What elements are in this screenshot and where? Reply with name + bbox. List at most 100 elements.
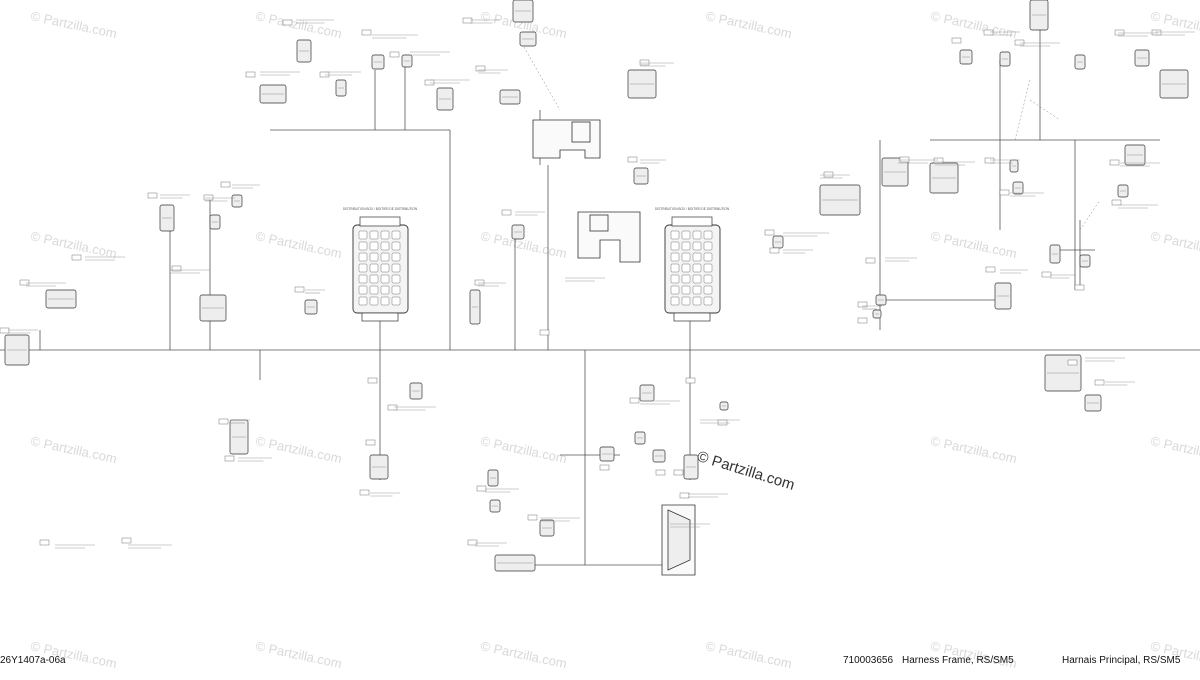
component-tag [171, 265, 182, 272]
bracket-bottom [661, 504, 696, 576]
fuse-slot [670, 285, 680, 295]
watermark-text: © Partzilla.com [29, 8, 118, 41]
component-tag [764, 229, 775, 236]
component-tag [1074, 284, 1085, 291]
title-french: Harnais Principal, RS/SM5 [1062, 655, 1181, 666]
component-tag [0, 327, 10, 334]
drawing-id: 26Y1407a-06a [0, 655, 66, 666]
fuse-slot [692, 296, 702, 306]
fuse-slot [681, 252, 691, 262]
fuse-slot [391, 263, 401, 273]
component-tag [627, 156, 638, 163]
component-tag [147, 192, 158, 199]
fuse-slot [692, 241, 702, 251]
leader-lines [519, 39, 1101, 231]
component-tag [319, 71, 330, 78]
component-tag [769, 247, 780, 254]
fuse-slot [681, 230, 691, 240]
watermark-text: © Partzilla.com [704, 8, 793, 41]
component-tag [121, 537, 132, 544]
fuse-slot [369, 230, 379, 240]
component-tag [474, 279, 485, 286]
fuse-slot [670, 230, 680, 240]
component-tag [1014, 39, 1025, 46]
fuse-slot [703, 296, 713, 306]
component-notes [8, 19, 1195, 549]
fuse-slot [703, 285, 713, 295]
watermark-text: © Partzilla.com [929, 433, 1018, 466]
fuse-slot [681, 296, 691, 306]
bracket-center-top [532, 119, 601, 159]
component-tag [365, 439, 376, 446]
component-tag [224, 455, 235, 462]
fuse-slot [391, 285, 401, 295]
component-tag [1067, 359, 1078, 366]
fuse-box-right-title: DISTRIBUTION BOX / BOITIER DE DISTRIBUTI… [655, 207, 730, 211]
fuse-slot [670, 296, 680, 306]
fuse-slot [692, 274, 702, 284]
fuse-slot [703, 241, 713, 251]
fuse-slot [358, 274, 368, 284]
component-tag [462, 17, 473, 24]
fuse-slot [703, 263, 713, 273]
component-tag [387, 404, 398, 411]
fuse-slot [703, 230, 713, 240]
component-tag [1114, 29, 1125, 36]
component-tag [629, 397, 640, 404]
component-tag [655, 469, 666, 476]
component-tag [220, 181, 231, 188]
component-tag [857, 317, 868, 324]
watermark-text: © Partzilla.com [704, 638, 793, 671]
watermark-text: © Partzilla.com [1149, 228, 1200, 261]
watermark-text: © Partzilla.com [1149, 433, 1200, 466]
connector-group[interactable] [4, 0, 1189, 572]
fuse-slot [670, 252, 680, 262]
watermark-text: © Partzilla.com [1149, 8, 1200, 41]
watermark-text: © Partzilla.com [929, 8, 1018, 41]
fuse-slot [391, 241, 401, 251]
fuse-slot [391, 230, 401, 240]
fuse-slot [692, 252, 702, 262]
fuse-box-left-title: DISTRIBUTION BOX / BOITIER DE DISTRIBUTI… [343, 207, 418, 211]
fuse-slot [380, 296, 390, 306]
fuse-slot [380, 241, 390, 251]
distribution-box-right[interactable]: DISTRIBUTION BOX / BOITIER DE DISTRIBUTI… [655, 207, 730, 322]
fuse-slot [369, 241, 379, 251]
fuse-slot [358, 296, 368, 306]
component-tag [1041, 271, 1052, 278]
component-tag [679, 492, 690, 499]
component-tag [899, 156, 910, 163]
component-tag [389, 51, 400, 58]
component-tag [527, 514, 538, 521]
component-tag [539, 329, 550, 336]
distribution-box-left[interactable]: DISTRIBUTION BOX / BOITIER DE DISTRIBUTI… [343, 207, 418, 322]
component-tag [984, 157, 995, 164]
fuse-slot [358, 263, 368, 273]
component-tag [933, 157, 944, 164]
fuse-slot [369, 296, 379, 306]
watermark-text: © Partzilla.com [29, 433, 118, 466]
component-tag [476, 485, 487, 492]
fuse-slot [358, 241, 368, 251]
component-tag [951, 37, 962, 44]
watermark-text: © Partzilla.com [254, 228, 343, 261]
title-english: Harness Frame, RS/SM5 [902, 655, 1014, 666]
component-tag [467, 539, 478, 546]
fuse-slot [670, 241, 680, 251]
component-tag [857, 301, 868, 308]
fuse-slot [380, 274, 390, 284]
component-tag [823, 171, 834, 178]
component-tag [424, 79, 435, 86]
component-tag [361, 29, 372, 36]
component-tag [218, 418, 229, 425]
fuse-slot [692, 285, 702, 295]
fuse-slot [670, 263, 680, 273]
component-tag [1109, 159, 1120, 166]
fuse-slot [681, 285, 691, 295]
fuse-slot [681, 241, 691, 251]
fuse-slot [703, 274, 713, 284]
fuse-slot [380, 230, 390, 240]
fuse-slot [692, 230, 702, 240]
component-tag [501, 209, 512, 216]
